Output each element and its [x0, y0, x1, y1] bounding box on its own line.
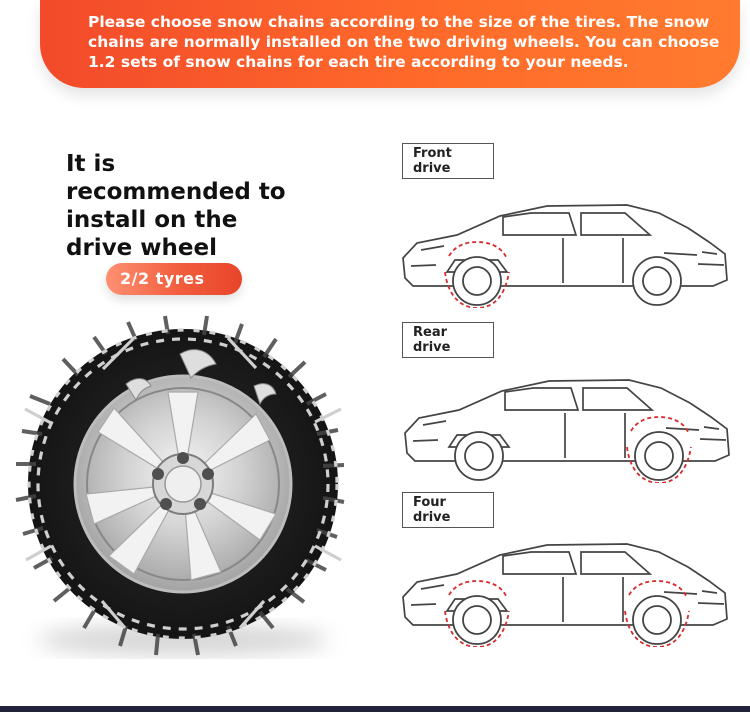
four-drive-car-icon	[402, 543, 728, 647]
info-banner: Please choose snow chains according to t…	[40, 0, 740, 88]
snow-chain-tire-icon	[15, 315, 345, 656]
recommendation-headline: It is recommended to install on the driv…	[66, 151, 286, 261]
rear-drive-line1: Rear	[413, 325, 448, 340]
rear-drive-line2: drive	[413, 340, 451, 355]
rear-drive-car-icon	[404, 379, 730, 483]
four-drive-line1: Four	[413, 495, 446, 510]
front-drive-line1: Front	[413, 146, 452, 161]
tyres-badge: 2/2 tyres	[106, 263, 242, 295]
four-drive-label: Four drive	[402, 492, 494, 528]
tyres-badge-label: 2/2 tyres	[120, 269, 205, 288]
bottom-divider	[0, 706, 750, 712]
front-drive-label: Front drive	[402, 143, 494, 179]
four-drive-line2: drive	[413, 510, 451, 525]
banner-text: Please choose snow chains according to t…	[88, 13, 720, 71]
front-drive-line2: drive	[413, 161, 451, 176]
rear-drive-label: Rear drive	[402, 322, 494, 358]
tire-with-snow-chains	[8, 314, 358, 659]
front-drive-car-icon	[402, 204, 728, 308]
